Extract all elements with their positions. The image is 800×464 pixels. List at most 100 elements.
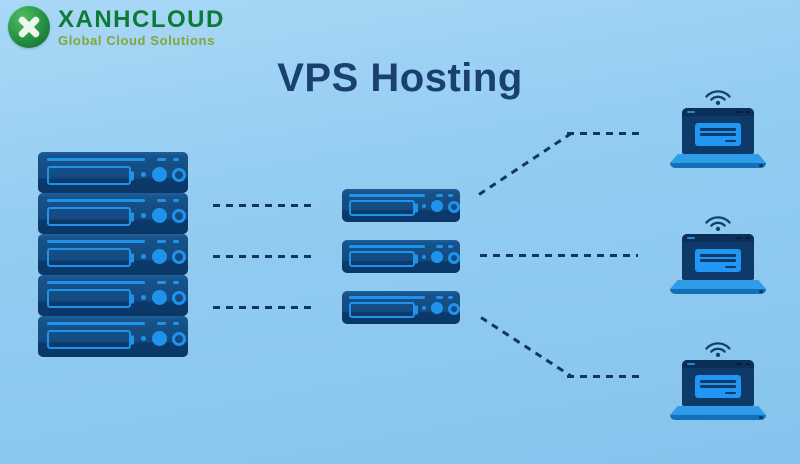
connector-rack-to-vps-1 (213, 204, 317, 207)
server-vent-dash (173, 281, 179, 284)
card-text-line (700, 385, 736, 388)
drive-bay-icon (47, 330, 131, 349)
drive-bay-icon (47, 248, 131, 267)
screen-window-dash (736, 237, 742, 239)
status-dot (141, 254, 146, 259)
vps-node-column (342, 189, 460, 324)
server-vent-line (47, 322, 145, 325)
rack-server-unit (38, 152, 188, 193)
screen-window-dash (746, 363, 750, 365)
wifi-icon (705, 90, 731, 106)
connector-vps-to-client-top-horizontal (567, 132, 639, 135)
brand-tagline: Global Cloud Solutions (58, 32, 215, 48)
screen-window-dash (736, 111, 742, 113)
rack-server-unit (38, 193, 188, 234)
server-vent-dash (173, 240, 179, 243)
screen-window-dash (746, 237, 750, 239)
laptop-base-edge (670, 415, 766, 420)
power-led-icon (152, 290, 167, 305)
client-laptop (670, 213, 766, 294)
server-vent-dash (173, 322, 179, 325)
client-laptop-column (670, 87, 766, 420)
laptop-base-edge (670, 289, 766, 294)
screen-menu-dash (687, 363, 695, 365)
power-ring-icon (448, 252, 460, 264)
status-dot (141, 336, 146, 341)
rack-server-unit (38, 316, 188, 357)
page-title: VPS Hosting (277, 56, 523, 100)
drive-bay-icon (47, 289, 131, 308)
drive-bay-icon (47, 166, 131, 185)
power-ring-icon (172, 291, 186, 305)
server-vent-dash (157, 158, 166, 161)
power-ring-icon (172, 168, 186, 182)
connector-vps-to-client-bottom-horizontal (567, 375, 639, 378)
client-laptop (670, 87, 766, 168)
power-led-icon (431, 251, 443, 263)
server-vent-dash (448, 296, 453, 299)
brand-text: XANHCLOUD Global Cloud Solutions (58, 5, 225, 48)
rack-server-unit (38, 275, 188, 316)
server-rack (38, 152, 188, 357)
power-ring-icon (448, 201, 460, 213)
server-vent-dash (448, 245, 453, 248)
server-vent-dash (157, 281, 166, 284)
power-led-icon (152, 249, 167, 264)
server-vent-dash (436, 296, 443, 299)
power-led-icon (431, 302, 443, 314)
server-vent-line (47, 240, 145, 243)
card-text-line (700, 380, 736, 383)
laptop-screen (682, 108, 754, 154)
client-laptop (670, 339, 766, 420)
connector-vps-to-client-bottom-diagonal (480, 316, 573, 378)
card-button-bar (725, 391, 736, 394)
brand-logo: XANHCLOUD Global Cloud Solutions (8, 6, 225, 48)
laptop-keyboard-base (670, 406, 766, 415)
card-text-line (700, 259, 736, 262)
status-dot (422, 255, 426, 259)
card-text-line (700, 133, 736, 136)
drive-bay-icon (349, 200, 415, 216)
screen-window-dash (736, 363, 742, 365)
laptop-keyboard-base (670, 154, 766, 163)
server-vent-dash (157, 199, 166, 202)
wifi-icon (705, 342, 731, 358)
status-dot (422, 204, 426, 208)
power-ring-icon (448, 303, 460, 315)
server-vent-dash (448, 194, 453, 197)
laptop-screen (682, 360, 754, 406)
screen-menu-dash (687, 111, 695, 113)
connector-rack-to-vps-2 (213, 255, 317, 258)
server-vent-line (47, 199, 145, 202)
server-vent-dash (436, 194, 443, 197)
drive-bay-icon (349, 302, 415, 318)
status-dot (141, 172, 146, 177)
power-ring-icon (172, 332, 186, 346)
drive-bay-icon (47, 207, 131, 226)
x-glyph-icon (18, 16, 40, 38)
screen-menu-dash (687, 237, 695, 239)
power-led-icon (152, 331, 167, 346)
server-vent-line (349, 245, 425, 248)
server-vent-dash (157, 322, 166, 325)
laptop-screen (682, 234, 754, 280)
server-vent-line (47, 281, 145, 284)
card-button-bar (725, 265, 736, 268)
server-vent-dash (173, 158, 179, 161)
power-ring-icon (172, 209, 186, 223)
server-vent-dash (173, 199, 179, 202)
connector-vps-to-client-top-diagonal (478, 132, 572, 196)
laptop-base-edge (670, 163, 766, 168)
laptop-keyboard-base (670, 280, 766, 289)
power-led-icon (152, 208, 167, 223)
vps-server-node (342, 189, 460, 222)
status-dot (141, 295, 146, 300)
x-circle-icon (8, 6, 50, 48)
status-dot (141, 213, 146, 218)
card-button-bar (725, 139, 736, 142)
server-vent-line (349, 194, 425, 197)
power-led-icon (152, 167, 167, 182)
brand-name: XANHCLOUD (58, 5, 225, 33)
status-dot (422, 306, 426, 310)
